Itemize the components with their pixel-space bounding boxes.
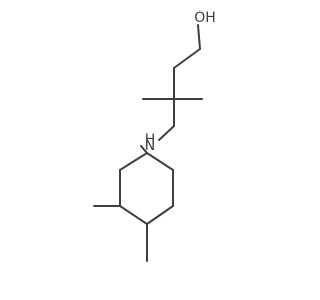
ring-bond-3 bbox=[146, 205, 174, 225]
amine-n-label: N bbox=[145, 138, 155, 154]
ring-bond-4 bbox=[119, 205, 148, 225]
bond-n-ring bbox=[140, 145, 148, 154]
hydroxyl-label: OH bbox=[194, 10, 216, 26]
bond-c1-c2 bbox=[173, 48, 201, 69]
ring-bond-6 bbox=[119, 152, 148, 171]
bond-c4-n bbox=[158, 125, 175, 141]
amine-h-label: H bbox=[145, 132, 156, 148]
chemical-structure-diagram: OH H N bbox=[93, 10, 216, 262]
bond-o-c1 bbox=[197, 24, 201, 50]
ring-bond-1 bbox=[146, 152, 174, 171]
